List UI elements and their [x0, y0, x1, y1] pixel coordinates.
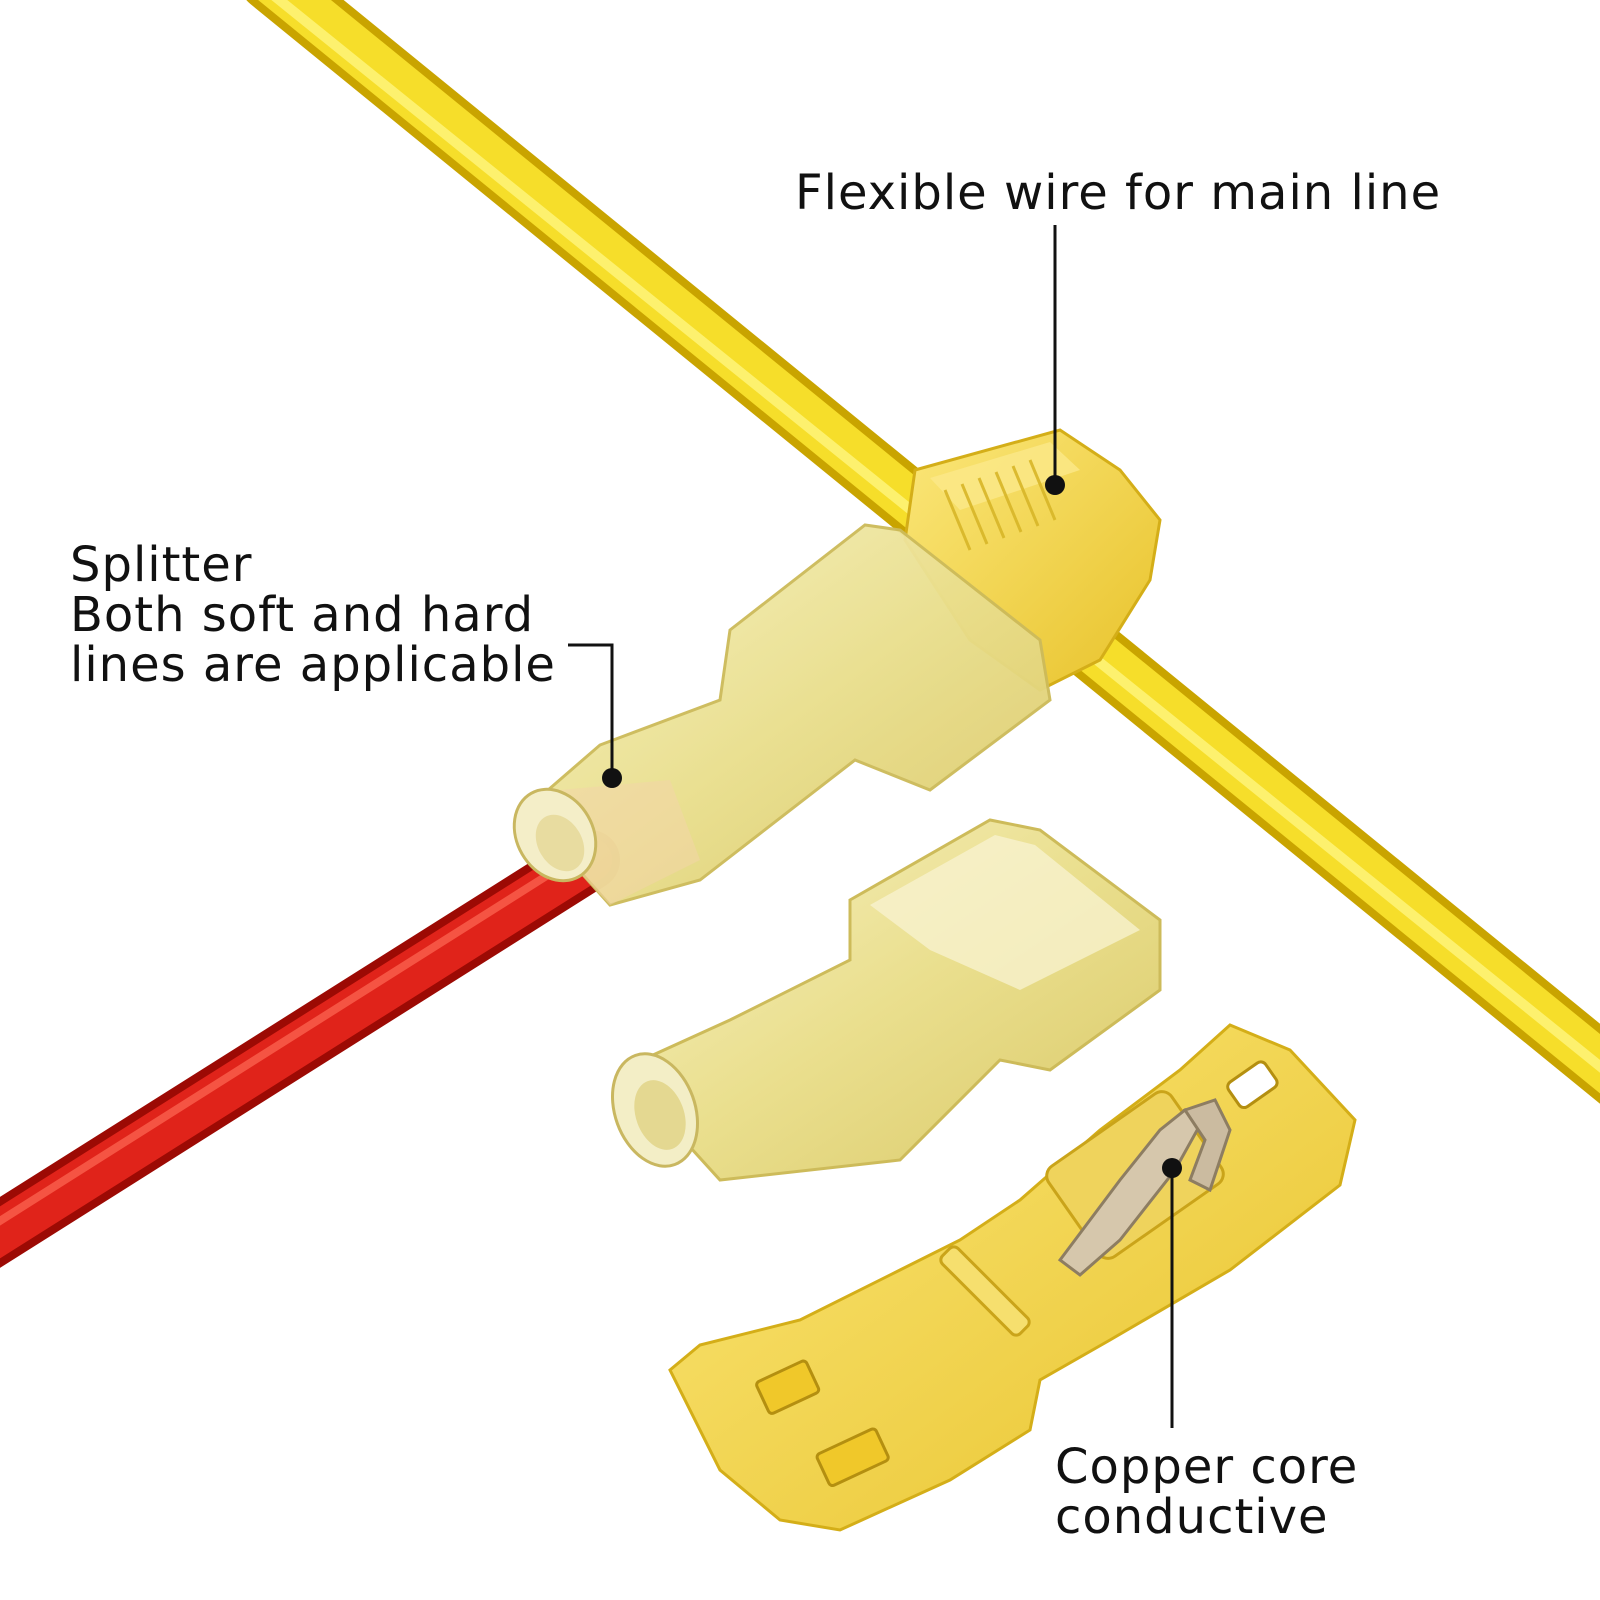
label-line-3: lines are applicable: [70, 637, 556, 693]
red-branch-wire: [0, 830, 620, 1268]
copper-core-label: Copper core conductive: [1055, 1442, 1358, 1542]
label-line-1: Splitter: [70, 537, 253, 593]
label-line-2: Both soft and hard: [70, 587, 535, 643]
pointer-dot: [1162, 1158, 1182, 1178]
label-text: Flexible wire for main line: [795, 165, 1442, 221]
leader-lines: [568, 225, 1174, 1428]
pointer-dot: [1045, 475, 1065, 495]
label-line-2: conductive: [1055, 1489, 1329, 1545]
splitter-label: Splitter Both soft and hard lines are ap…: [70, 540, 556, 690]
pointer-dot: [602, 768, 622, 788]
female-spade-connector: [610, 818, 1162, 1182]
main-line-label: Flexible wire for main line: [795, 168, 1441, 218]
label-line-1: Copper core: [1055, 1439, 1359, 1495]
open-t-tap-connector: [668, 1023, 1357, 1532]
tap-connector-assembled: [512, 428, 1162, 907]
